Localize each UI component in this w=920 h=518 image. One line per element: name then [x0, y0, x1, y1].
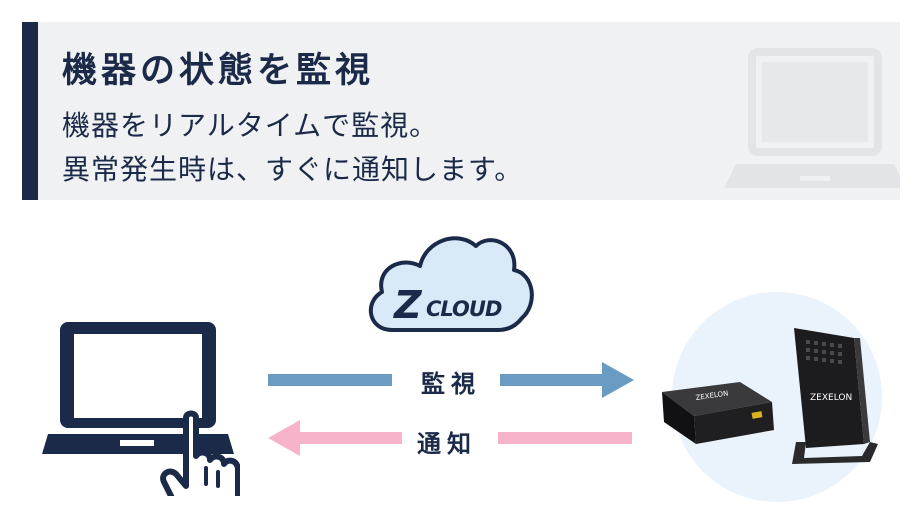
cloud-shape	[368, 236, 534, 332]
notify-arrow	[268, 420, 632, 456]
router-brand-label: ZEXELON	[810, 393, 852, 403]
gateway-box-icon: ZEXELON	[662, 382, 774, 444]
devices-illustration: ZEXELON ZEXELON	[662, 328, 878, 464]
header-banner: 機器の状態を監視 機器をリアルタイムで監視。 異常発生時は、すぐに通知します。	[22, 22, 900, 200]
banner-description-line-1: 機器をリアルタイムで監視。	[62, 109, 439, 142]
monitor-label: 監視	[421, 370, 481, 398]
zcloud-icon: Z CLOUD	[368, 236, 534, 332]
cloud-brand-word: CLOUD	[426, 297, 502, 321]
pointing-hand-icon	[160, 410, 240, 496]
router-icon: ZEXELON	[792, 328, 878, 464]
background-laptop-icon	[724, 48, 900, 188]
cloud-brand-letter: Z	[393, 283, 423, 327]
banner-title: 機器の状態を監視	[62, 51, 375, 91]
notify-label: 通知	[417, 430, 477, 458]
accent-bar	[22, 22, 38, 200]
laptop-icon	[42, 322, 240, 496]
banner-description-line-2: 異常発生時は、すぐに通知します。	[62, 153, 524, 186]
monitor-arrow	[268, 362, 634, 398]
